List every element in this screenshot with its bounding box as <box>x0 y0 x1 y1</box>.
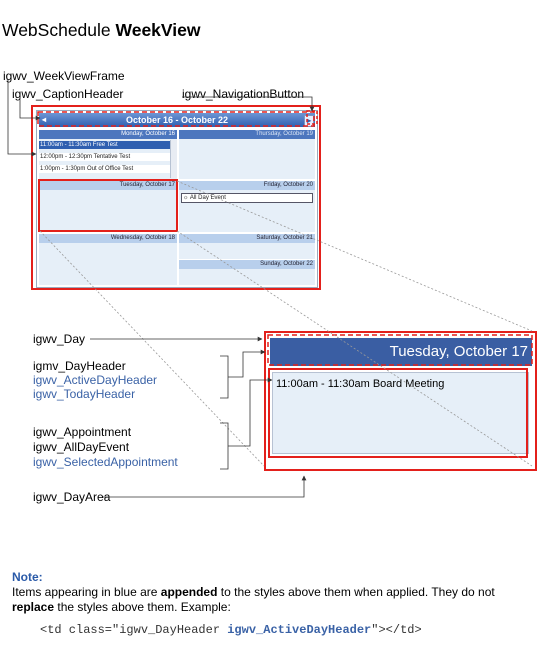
day-area-tuesday[interactable] <box>39 190 177 232</box>
note-body: Items appearing in blue are appended to … <box>12 585 534 615</box>
appointment[interactable]: 12:00pm - 12:30pm Tentative Test <box>39 153 170 161</box>
caption-outline <box>37 111 315 127</box>
label-day-area: igwv_DayArea <box>33 490 111 504</box>
scrollbar[interactable] <box>170 140 177 178</box>
day-area-wednesday[interactable] <box>39 243 177 285</box>
day-header-friday[interactable]: Friday, October 20 <box>179 181 315 190</box>
note-text-2: to the styles above them when applied. T… <box>217 585 495 599</box>
appointment[interactable]: 1:00pm - 1:30pm Out of Office Test <box>39 165 170 173</box>
note-text-3: the styles above them. Example: <box>54 600 231 614</box>
day-area-thursday[interactable] <box>179 139 315 179</box>
all-day-event-icon: ☼ <box>183 195 189 201</box>
nav-button-outline <box>306 110 318 125</box>
caption-header: ◂ October 16 - October 22 ▸ <box>39 113 315 127</box>
day-header-wednesday[interactable]: Wednesday, October 18 <box>39 234 177 243</box>
page-title: WebSchedule WeekView <box>2 20 200 41</box>
label-all-day-event: igwv_AllDayEvent <box>33 440 130 454</box>
all-day-event[interactable]: ☼ All Day Event <box>181 193 313 203</box>
code-example: <td class="igwv_DayHeader igwv_ActiveDay… <box>40 623 422 637</box>
label-day: igwv_Day <box>33 332 86 346</box>
zoomed-day-area[interactable] <box>272 372 529 454</box>
day-area-sunday[interactable] <box>179 269 315 285</box>
title-normal: WebSchedule <box>2 20 116 40</box>
title-bold: WeekView <box>115 20 201 40</box>
code-pre: <td class="igwv_DayHeader <box>40 623 228 637</box>
day-header-tuesday[interactable]: Tuesday, October 17 <box>39 181 177 190</box>
day-area-saturday[interactable] <box>179 243 315 259</box>
frame-outline <box>31 105 321 290</box>
tuesday-outline <box>38 179 178 232</box>
code-post: "></td> <box>371 623 422 637</box>
label-active-day-header: igwv_ActiveDayHeader <box>33 373 158 387</box>
nav-prev-icon[interactable]: ◂ <box>41 115 46 124</box>
zoomed-day-header[interactable]: Tuesday, October 17 <box>270 338 532 366</box>
appointment-selected[interactable]: 11:00am - 11:30am Free Test <box>39 141 170 149</box>
label-week-view-frame: igwv_WeekViewFrame <box>3 69 125 83</box>
zoom-header-outline <box>267 334 533 366</box>
note-title: Note: <box>12 570 43 584</box>
note-bold-1: appended <box>160 585 218 599</box>
note-text-1: Items appearing in blue are <box>12 585 161 599</box>
label-caption-header: igwv_CaptionHeader <box>12 87 124 101</box>
zoom-area-outline <box>268 368 528 458</box>
zoomed-day: Tuesday, October 17 11:00am - 11:30am Bo… <box>264 331 537 471</box>
day-header-thursday[interactable]: Thursday, October 19 <box>179 130 315 139</box>
day-header-monday[interactable]: Monday, October 16 <box>39 130 177 139</box>
caption-text: October 16 - October 22 <box>125 115 229 125</box>
day-header-sunday[interactable]: Sunday, October 22 <box>179 260 315 269</box>
label-day-header: igmv_DayHeader <box>33 359 126 373</box>
zoomed-appointment[interactable]: 11:00am - 11:30am Board Meeting <box>276 378 445 390</box>
note-bold-2: replace <box>12 600 55 614</box>
label-navigation-button: igwv_NavigationButton <box>182 87 305 101</box>
label-appointment: igwv_Appointment <box>33 425 132 439</box>
day-header-saturday[interactable]: Saturday, October 21 <box>179 234 315 243</box>
all-day-event-label: All Day Event <box>189 195 226 201</box>
code-bold: igwv_ActiveDayHeader <box>227 623 372 637</box>
label-today-header: igwv_TodayHeader <box>33 387 136 401</box>
label-selected-appointment: igwv_SelectedAppointment <box>33 455 178 469</box>
